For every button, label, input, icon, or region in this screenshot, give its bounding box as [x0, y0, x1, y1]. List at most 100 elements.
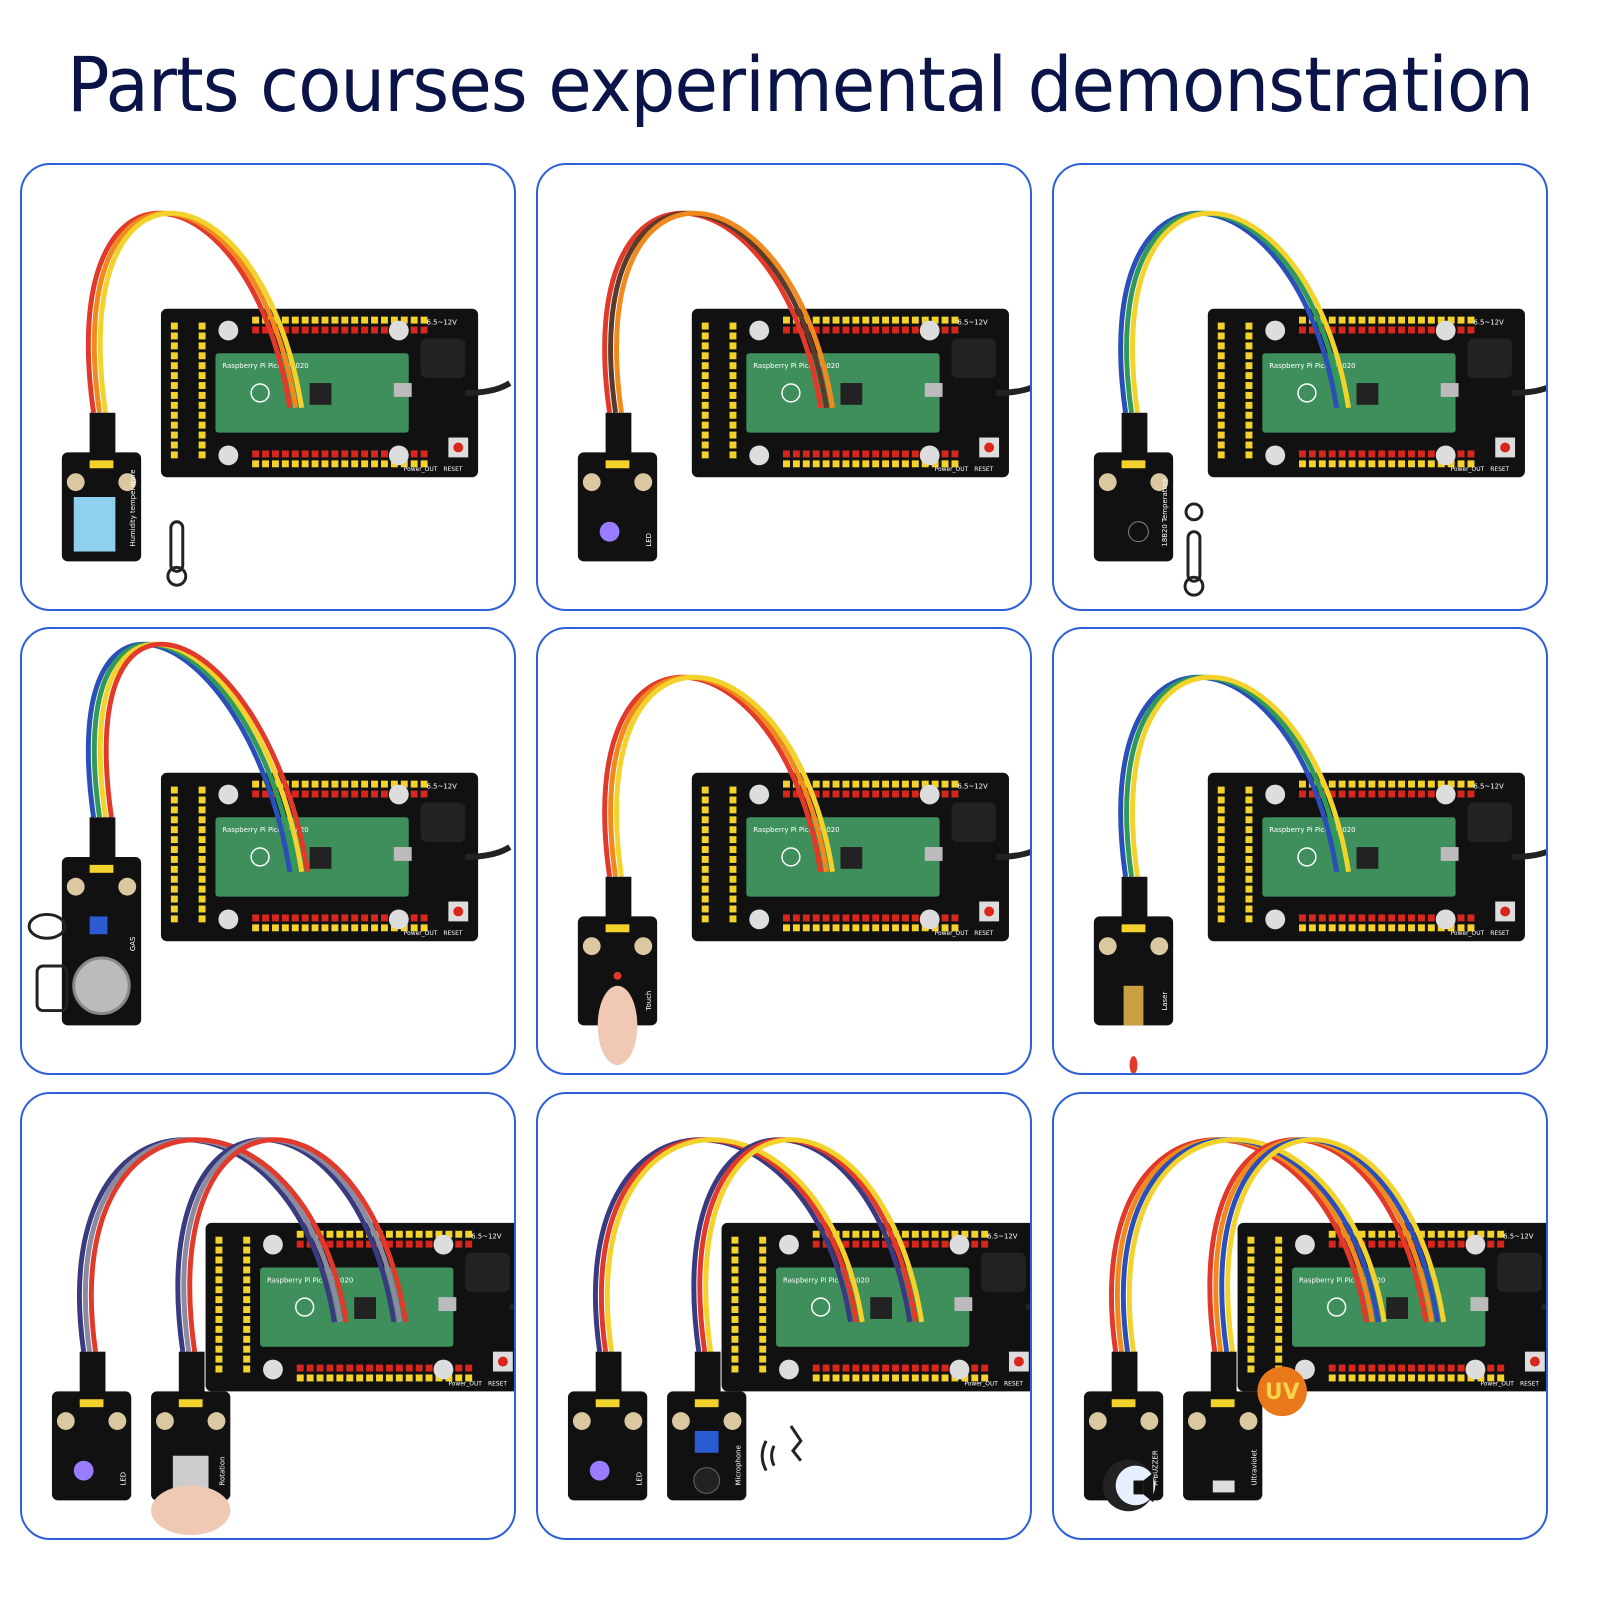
svg-text:RESET: RESET [1520, 1380, 1539, 1387]
module-label: Touch [645, 991, 653, 1012]
dc-jack [1467, 338, 1513, 379]
jumper-wire [97, 210, 305, 414]
module-label: 18B20 Temperature [1161, 478, 1169, 546]
gas-cylinder-icon [27, 912, 69, 1013]
svg-text:6.5~12V: 6.5~12V [1503, 1233, 1534, 1241]
svg-text:6.5~12V: 6.5~12V [1473, 783, 1504, 791]
pico-label: Raspberry Pi Pico ©2020 [1269, 362, 1355, 370]
expansion-board: Raspberry Pi Pico ©2020 6.5~12V RESET Po… [1207, 308, 1546, 478]
speaker-icon [1133, 1472, 1154, 1503]
finger [597, 985, 638, 1066]
module-label: Microphone [734, 1445, 742, 1485]
dc-jack [420, 802, 466, 843]
jumper-wire [88, 1137, 349, 1353]
sensor-module-gas: GAS [61, 817, 142, 1026]
expansion-board: Raspberry Pi Pico ©2020 6.5~12V RESET Po… [160, 308, 512, 478]
expansion-board: Raspberry Pi Pico ©2020 6.5~12V RESET Po… [691, 308, 1030, 478]
dc-jack [981, 1252, 1026, 1293]
led-light [73, 1460, 94, 1481]
svg-text:RESET: RESET [443, 930, 462, 937]
svg-text:6.5~12V: 6.5~12V [987, 1233, 1018, 1241]
sensor-module-temp: 18B20 Temperature [1093, 412, 1174, 562]
svg-text:Power_OUT: Power_OUT [1451, 930, 1485, 937]
svg-text:RESET: RESET [974, 466, 993, 473]
pico-label: Raspberry Pi Pico ©2020 [1299, 1276, 1385, 1284]
panel-led-microphone: Raspberry Pi Pico ©2020 6.5~12V RESET Po… [536, 1092, 1032, 1540]
module-label: GAS [129, 936, 137, 951]
led-light [599, 521, 620, 542]
module-label: LED [119, 1472, 127, 1486]
sun-thermometer-icon [1183, 502, 1205, 597]
expansion-board: Raspberry Pi Pico ©2020 6.5~12V RESET Po… [160, 772, 512, 942]
pico-label: Raspberry Pi Pico ©2020 [783, 1276, 869, 1284]
jumper-wire [604, 1137, 865, 1353]
expansion-board: Raspberry Pi Pico ©2020 6.5~12V RESET Po… [721, 1222, 1030, 1392]
jumper-wire [1225, 1137, 1447, 1353]
gas-sensor-mesh [72, 956, 131, 1016]
svg-text:Power_OUT: Power_OUT [1451, 466, 1485, 473]
svg-text:RESET: RESET [1490, 466, 1509, 473]
sensor-module-laser: Laser [1093, 876, 1174, 1073]
uv-badge: UV [1257, 1366, 1307, 1417]
sensor-module-dht: Humidity temperature [61, 412, 142, 562]
usb-cable [1512, 385, 1546, 396]
jumper-wire [103, 641, 311, 873]
svg-text:6.5~12V: 6.5~12V [427, 783, 458, 791]
sensor-module-led: LED [567, 1351, 648, 1501]
usb-cable [1512, 849, 1546, 860]
jumper-wire [1130, 210, 1352, 414]
svg-text:6.5~12V: 6.5~12V [427, 319, 458, 327]
pico-label: Raspberry Pi Pico ©2020 [222, 362, 308, 370]
sensor-module-buzzer: A-BUZZER [1083, 1351, 1164, 1512]
pico-label: Raspberry Pi Pico ©2020 [1269, 826, 1355, 834]
expansion-board: Raspberry Pi Pico ©2020 6.5~12V RESET Po… [1207, 772, 1546, 942]
svg-text:UV: UV [1265, 1380, 1300, 1405]
pico-label: Raspberry Pi Pico ©2020 [222, 826, 308, 834]
panel-laser: Raspberry Pi Pico ©2020 6.5~12V RESET Po… [1052, 627, 1548, 1075]
expansion-board: Raspberry Pi Pico ©2020 6.5~12V RESET Po… [205, 1222, 514, 1392]
jumper-wire [614, 674, 836, 878]
panel-led: Raspberry Pi Pico ©2020 6.5~12V RESET Po… [536, 163, 1032, 611]
svg-text:Power_OUT: Power_OUT [964, 1380, 998, 1387]
jumper-wire [1126, 1137, 1387, 1353]
sensor-module-mic: Microphone [667, 1351, 747, 1501]
panel-gas-sensor: Raspberry Pi Pico ©2020 6.5~12V RESET Po… [20, 627, 516, 1075]
panel-touch-sensor: Raspberry Pi Pico ©2020 6.5~12V RESET Po… [536, 627, 1032, 1075]
dc-jack [1497, 1252, 1542, 1293]
panel-led-potentiometer: Raspberry Pi Pico ©2020 6.5~12V RESET Po… [20, 1092, 516, 1540]
module-label: Ultraviolet [1250, 1449, 1258, 1485]
module-label: Rotation [218, 1457, 226, 1486]
module-label: Laser [1161, 992, 1169, 1011]
panel-ds18b20-temperature: Raspberry Pi Pico ©2020 6.5~12V RESET Po… [1052, 163, 1548, 611]
sensor-module-touch: Touch [577, 876, 658, 1066]
sensor-module-led: LED [577, 412, 658, 562]
thermometer-droplet-icon [166, 520, 188, 587]
module-label: LED [635, 1472, 643, 1486]
expansion-board: Raspberry Pi Pico ©2020 6.5~12V RESET Po… [1237, 1222, 1546, 1392]
laser-dot [1129, 1056, 1138, 1073]
pico-label: Raspberry Pi Pico ©2020 [267, 1276, 353, 1284]
svg-text:Power_OUT: Power_OUT [404, 466, 438, 473]
svg-text:RESET: RESET [443, 466, 462, 473]
usb-cable [996, 385, 1030, 396]
sensor-module-uv: Ultraviolet [1183, 1351, 1263, 1501]
svg-text:Power_OUT: Power_OUT [935, 466, 969, 473]
pico-label: Raspberry Pi Pico ©2020 [753, 826, 839, 834]
panel-buzzer-ultraviolet: Raspberry Pi Pico ©2020 6.5~12V RESET Po… [1052, 1092, 1548, 1540]
svg-text:6.5~12V: 6.5~12V [471, 1233, 502, 1241]
dc-jack [1467, 802, 1513, 843]
voice-icon [760, 1425, 803, 1472]
svg-text:6.5~12V: 6.5~12V [1473, 319, 1504, 327]
dc-jack [420, 338, 466, 379]
module-label: A-BUZZER [1151, 1450, 1159, 1485]
panel-humidity-temperature: Raspberry Pi Pico ©2020 6.5~12V RESET Po… [20, 163, 516, 611]
jumper-wire [703, 1137, 925, 1353]
svg-text:Power_OUT: Power_OUT [404, 930, 438, 937]
svg-text:RESET: RESET [488, 1380, 507, 1387]
svg-text:RESET: RESET [1490, 930, 1509, 937]
svg-text:RESET: RESET [974, 930, 993, 937]
svg-text:Power_OUT: Power_OUT [935, 930, 969, 937]
module-label: LED [645, 533, 653, 547]
pico-label: Raspberry Pi Pico ©2020 [753, 362, 839, 370]
page-title: Parts courses experimental demonstration [66, 40, 1534, 129]
